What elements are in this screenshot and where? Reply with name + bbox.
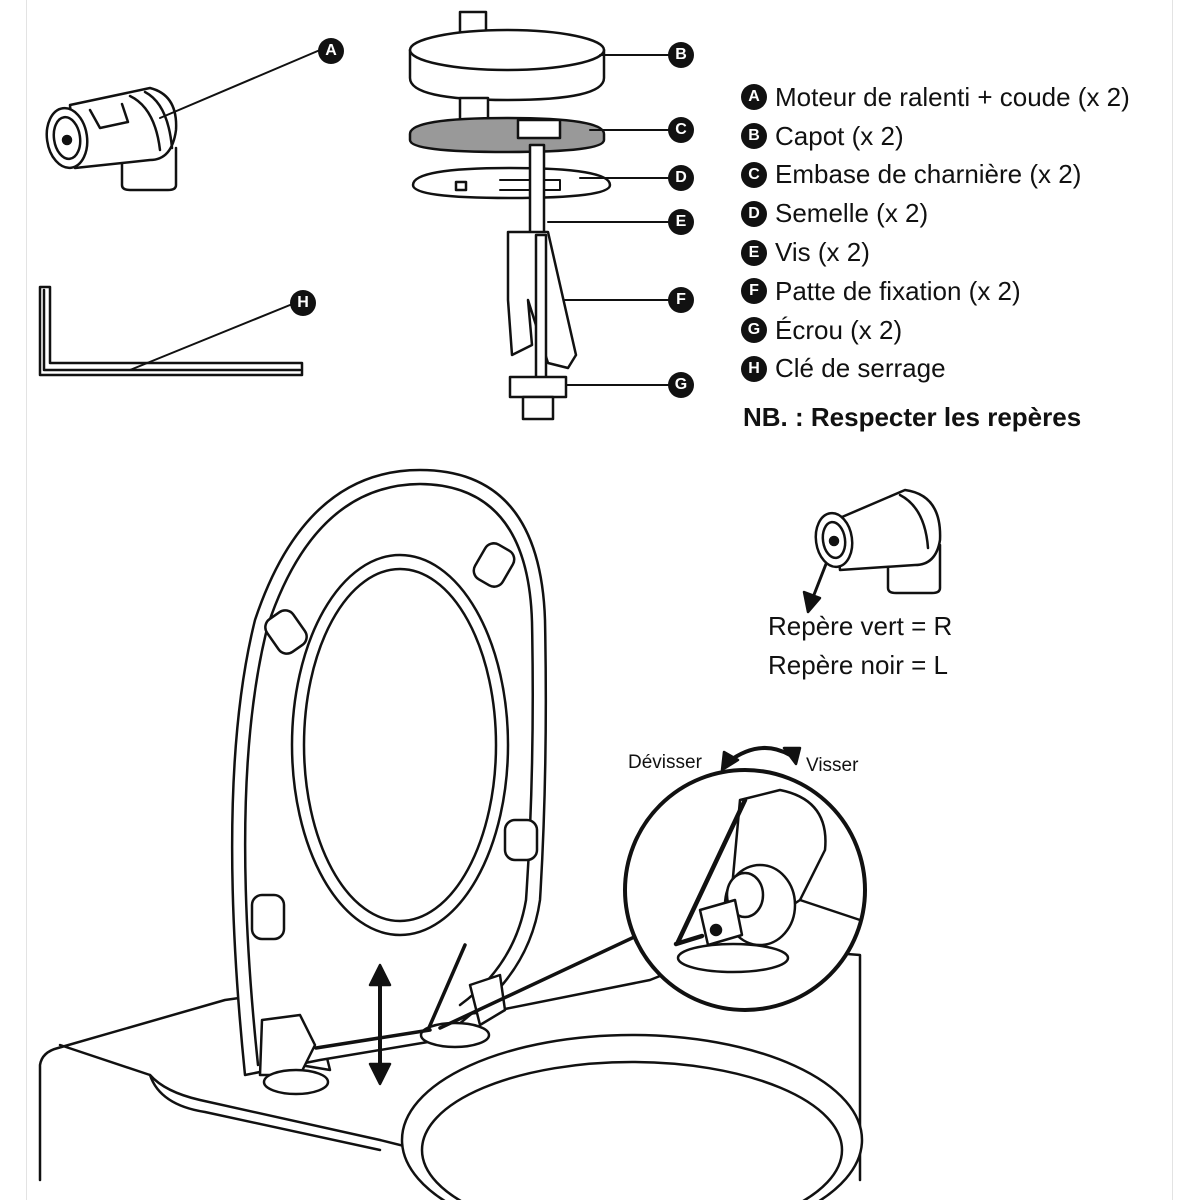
callout-a: A: [318, 38, 344, 64]
legend-badge: H: [741, 355, 767, 382]
legend-badge: F: [741, 278, 767, 305]
rotation-arrow: [720, 745, 802, 772]
hinge-exploded-view: [408, 10, 669, 421]
callout-c: C: [668, 117, 694, 143]
legend-text: Moteur de ralenti + coude (x 2): [775, 81, 1130, 112]
callout-g: G: [668, 372, 694, 398]
legend-item-a: A Moteur de ralenti + coude (x 2): [741, 78, 1130, 117]
callout-f: F: [668, 287, 694, 313]
hinge-detail-zoom: [623, 768, 867, 1012]
legend-badge: C: [741, 161, 767, 188]
legend-text: Embase de charnière (x 2): [775, 159, 1082, 190]
legend-text: Patte de fixation (x 2): [775, 275, 1021, 306]
markers-note: NB. : Respecter les repères: [743, 402, 1082, 432]
legend-text: Clé de serrage: [775, 353, 946, 384]
unscrew-label: Dévisser: [628, 752, 702, 773]
legend-item-e: E Vis (x 2): [741, 233, 1130, 272]
legend-text: Écrou (x 2): [775, 314, 903, 345]
callout-d: D: [668, 165, 694, 191]
legend-text: Capot (x 2): [775, 120, 904, 151]
toilet-seat: [230, 468, 662, 1096]
green-marker-label: Repère vert = R: [768, 611, 953, 641]
legend-item-c: C Embase de charnière (x 2): [741, 156, 1130, 195]
legend-item-h: H Clé de serrage: [741, 350, 1130, 389]
callout-b: B: [668, 42, 694, 68]
callout-e: E: [668, 209, 694, 235]
legend-badge: B: [741, 123, 767, 150]
marker-detail-motor: [802, 488, 942, 614]
page-border-right: [1172, 0, 1173, 1200]
legend-badge: G: [741, 317, 767, 344]
page-border-left: [26, 0, 27, 1200]
legend-item-g: G Écrou (x 2): [741, 311, 1130, 350]
damper-motor-part-a: [45, 49, 321, 192]
legend-text: Semelle (x 2): [775, 198, 929, 229]
legend-badge: E: [741, 239, 767, 266]
legend-badge: D: [741, 200, 767, 227]
legend-item-b: B Capot (x 2): [741, 117, 1130, 156]
legend-badge: A: [741, 84, 767, 111]
legend-text: Vis (x 2): [775, 237, 870, 268]
vertical-arrow: [368, 963, 392, 1086]
black-marker-label: Repère noir = L: [768, 650, 948, 680]
screw-label: Visser: [806, 755, 859, 776]
legend-item-f: F Patte de fixation (x 2): [741, 272, 1130, 311]
parts-legend: A Moteur de ralenti + coude (x 2) B Capot …: [741, 78, 1130, 388]
legend-item-d: D Semelle (x 2): [741, 194, 1130, 233]
callout-h: H: [290, 290, 316, 316]
hex-key-part-h: [38, 285, 304, 377]
